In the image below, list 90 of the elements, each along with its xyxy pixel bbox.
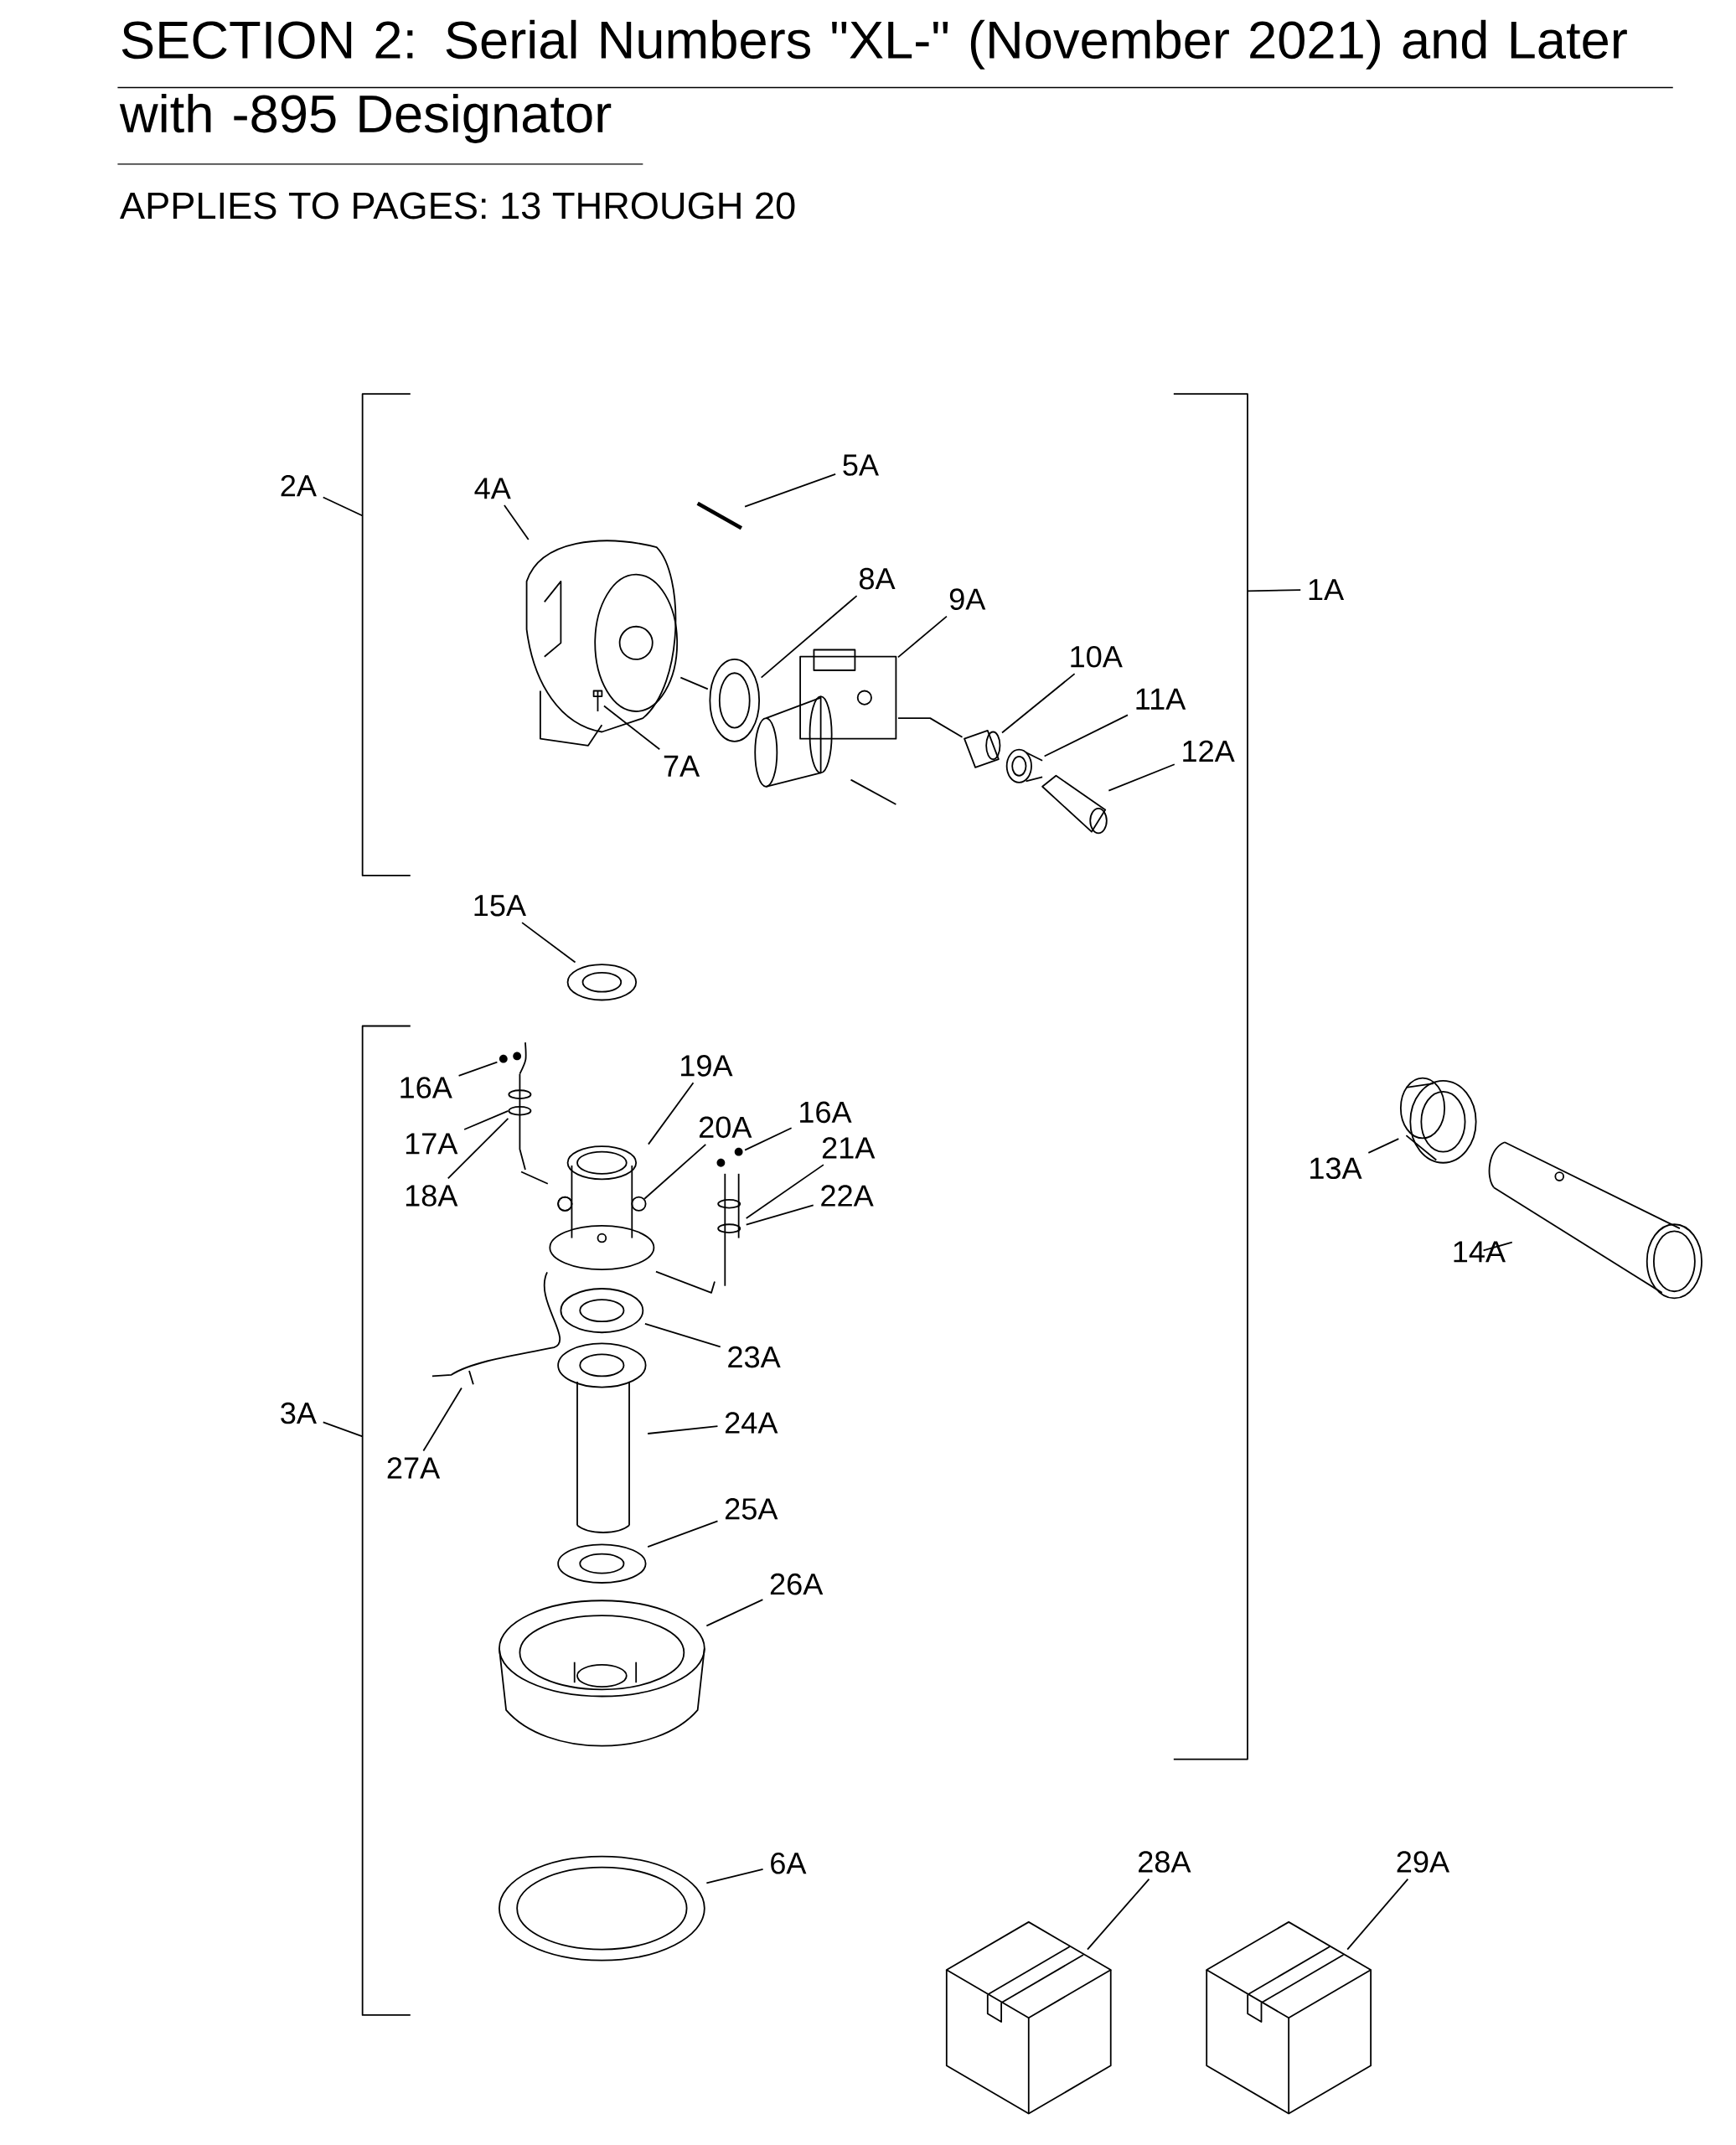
box-drawing — [946, 1921, 1112, 2115]
callout-number: 16A — [400, 1077, 452, 1098]
electrode-drawing — [717, 1172, 741, 1287]
gas-valve-drawing — [754, 649, 897, 788]
leader-line — [648, 1082, 695, 1145]
wire-drawing — [431, 1271, 561, 1386]
callout-number: 5A — [843, 454, 880, 476]
callout-number: 15A — [474, 895, 527, 917]
callout-number: 25A — [726, 1498, 778, 1520]
callout-number: 24A — [726, 1412, 778, 1434]
callout-number: 18A — [406, 1185, 458, 1207]
leader-line — [745, 1164, 824, 1219]
leader-line — [744, 473, 837, 508]
blower-drawing — [525, 540, 679, 747]
callout-number: 14A — [1454, 1241, 1506, 1263]
callout-number: 19A — [681, 1055, 733, 1077]
leader-line — [647, 1520, 719, 1548]
pin-drawing — [696, 501, 743, 530]
title: SECTION 2: Serial Numbers "XL-" (November 2021) and Later with -895 Designator — [119, 19, 1627, 143]
leader-line — [463, 1109, 509, 1130]
leader-line — [1108, 763, 1175, 792]
gasket-drawing — [557, 1543, 647, 1584]
nut-drawing — [631, 1196, 647, 1212]
leader-line — [521, 922, 576, 964]
gasket-drawing — [499, 1855, 705, 1962]
alignment-line — [655, 1270, 716, 1294]
callout-number: 13A — [1310, 1157, 1362, 1180]
screw-drawing — [592, 690, 603, 712]
alignment-line — [679, 676, 709, 690]
alignment-line — [897, 717, 964, 738]
callout-number: 6A — [771, 1852, 807, 1874]
leader-line — [422, 1387, 462, 1452]
alignment-line — [520, 1171, 549, 1185]
leader-line — [322, 1421, 364, 1438]
fitting-drawing — [1005, 748, 1044, 783]
electrode-drawing — [508, 1041, 532, 1171]
leader-line — [1087, 1878, 1150, 1951]
callout-number: 21A — [822, 1137, 876, 1159]
leader-line — [643, 1143, 707, 1200]
callout-number: 26A — [770, 1573, 824, 1595]
leader-line — [897, 615, 948, 659]
tube-drawing — [1041, 774, 1108, 835]
leader-line — [504, 504, 530, 540]
leader-line — [644, 1322, 721, 1348]
cap-drawing — [1400, 1077, 1477, 1164]
leader-line — [322, 496, 364, 517]
callout-number: 23A — [728, 1346, 781, 1368]
leader-line — [1001, 673, 1076, 734]
bracket — [361, 393, 411, 876]
electrode-tip-drawing — [716, 1147, 743, 1167]
callout-number: 27A — [387, 1457, 441, 1479]
callout-number: 7A — [664, 755, 700, 777]
leader-line — [1043, 714, 1129, 757]
callout-number: 10A — [1071, 645, 1123, 668]
leader-line — [1482, 1241, 1513, 1252]
callout-number: 29A — [1397, 1851, 1450, 1873]
gasket-drawing — [709, 659, 761, 742]
callout-number: 22A — [821, 1185, 874, 1207]
subtitle: APPLIES TO PAGES: 13 THROUGH 20 — [120, 192, 795, 220]
leader-line — [457, 1061, 499, 1077]
leader-line — [1247, 589, 1302, 592]
burner-tube-drawing — [549, 1145, 655, 1271]
electrode-tip-drawing — [499, 1052, 522, 1063]
callout-number: 9A — [949, 588, 986, 610]
callout-number: 11A — [1136, 688, 1186, 710]
leader-line — [760, 595, 858, 679]
tube-drawing — [557, 1342, 647, 1533]
leader-line — [1346, 1878, 1409, 1951]
leader-line — [603, 705, 661, 751]
leader-line — [705, 1868, 764, 1884]
callout-number: 4A — [474, 478, 511, 499]
callout-number: 28A — [1139, 1851, 1191, 1873]
callout-number: 8A — [860, 567, 896, 590]
tube-drawing — [964, 729, 1001, 768]
leader-line — [705, 1599, 764, 1627]
gasket-drawing — [560, 1288, 644, 1334]
callout-number: 20A — [700, 1116, 752, 1139]
callout-number: 16A — [800, 1101, 852, 1124]
leader-line — [447, 1117, 509, 1180]
callout-number: 1A — [1309, 579, 1345, 601]
box-drawing — [1206, 1921, 1372, 2115]
callout-number: 3A — [281, 1402, 318, 1424]
callout-number: 17A — [406, 1133, 458, 1155]
leader-line — [745, 1204, 814, 1226]
leader-line — [1367, 1138, 1400, 1154]
gasket-drawing — [566, 964, 638, 1001]
callout-number: 2A — [281, 475, 318, 497]
leader-line — [744, 1127, 793, 1151]
leader-line — [647, 1425, 719, 1434]
burner-base-drawing — [499, 1600, 705, 1747]
